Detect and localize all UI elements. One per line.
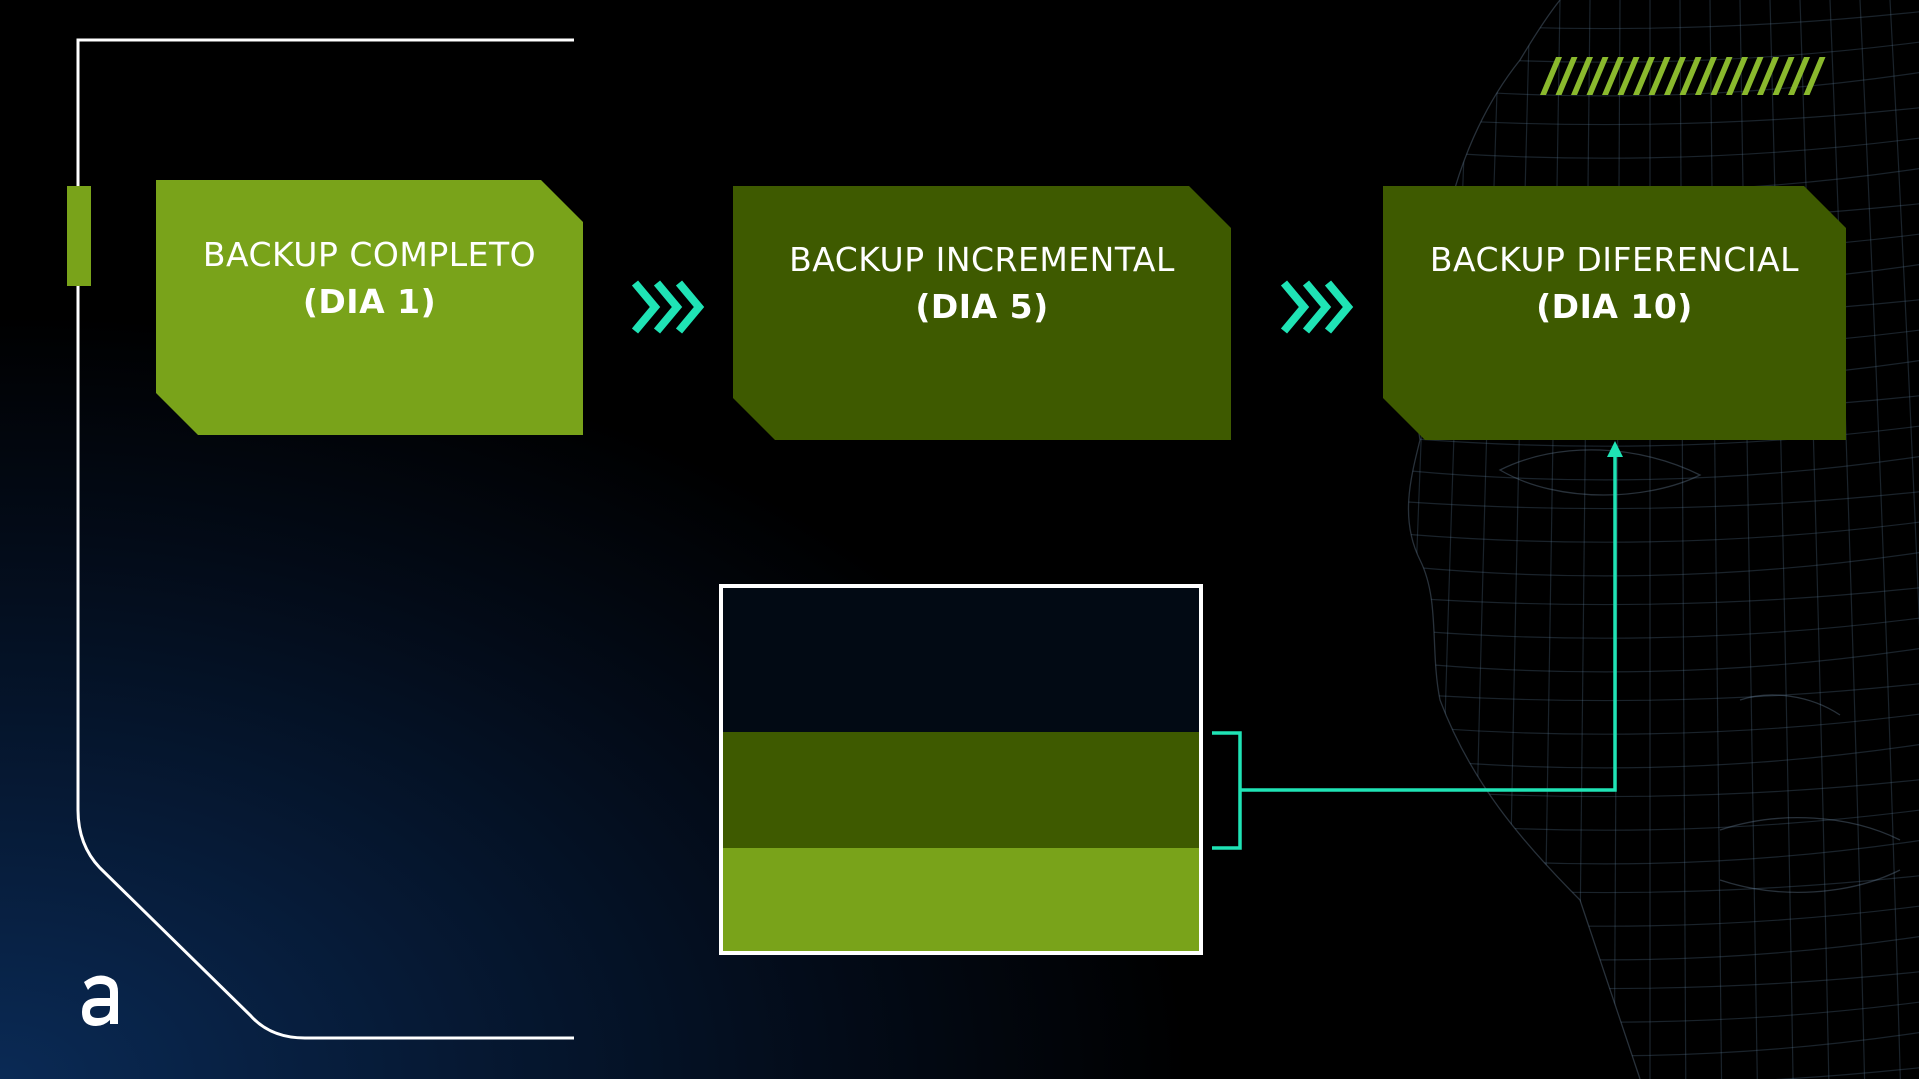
stripe	[1540, 57, 1562, 95]
box-label-diferencial: BACKUP DIFERENCIAL (DIA 10)	[1383, 186, 1846, 440]
wireframe-line	[1829, 0, 1866, 1079]
frame-accent-tab	[67, 186, 91, 286]
stripe	[1679, 57, 1702, 95]
stripe	[1648, 57, 1671, 95]
box-label-completo: BACKUP COMPLETO (DIA 1)	[156, 180, 583, 435]
stripe	[1586, 57, 1609, 95]
wireframe-line	[1859, 0, 1901, 1079]
box-backup-incremental	[733, 186, 1231, 440]
connector-arrowhead	[1607, 441, 1623, 457]
wireframe-line	[1408, 521, 1919, 543]
stripe	[1757, 57, 1779, 95]
wireframe-line	[1408, 587, 1919, 606]
wireframe-line	[1408, 456, 1919, 481]
diagonal-stripes-icon	[1540, 57, 1826, 95]
stack-layer-full	[722, 848, 1200, 952]
wireframe-line	[1799, 0, 1830, 1079]
wireframe-line	[1613, 0, 1621, 1079]
box-title: BACKUP INCREMENTAL	[789, 240, 1175, 279]
stack-box-outline	[719, 584, 1203, 955]
box-day: (DIA 10)	[1536, 287, 1693, 326]
a-letter-logo-icon	[82, 975, 118, 1026]
box-label-incremental: BACKUP INCREMENTAL (DIA 5)	[733, 186, 1231, 440]
triple-chevron-right-icon	[1280, 280, 1354, 334]
box-day: (DIA 5)	[915, 287, 1049, 326]
stripe	[1555, 57, 1578, 95]
wireframe-line	[1679, 0, 1687, 1079]
box-title: BACKUP COMPLETO	[202, 234, 537, 274]
frame-line	[76, 38, 574, 1040]
wireframe-line	[1408, 552, 1919, 577]
stripe	[1772, 57, 1795, 95]
wireframe-line	[1408, 1067, 1919, 1079]
stripe	[1741, 57, 1764, 95]
box-day: (DIA 1)	[302, 281, 437, 321]
box-title: BACKUP DIFERENCIAL	[1429, 240, 1800, 279]
stripe	[1633, 57, 1655, 95]
wireframe-line	[1889, 0, 1919, 1079]
stripe	[1602, 57, 1624, 95]
triple-chevron-right-icon	[631, 280, 705, 334]
stripe	[1788, 57, 1810, 95]
stripe	[1571, 57, 1593, 95]
stripe	[1803, 57, 1826, 95]
box-backup-diferencial	[1383, 186, 1846, 440]
stack-layer-empty	[722, 587, 1200, 732]
wireframe-line	[1408, 713, 1919, 735]
stripe	[1695, 57, 1717, 95]
stripe	[1710, 57, 1733, 95]
wireframe-line	[1408, 648, 1919, 673]
stack-bracket	[1212, 453, 1617, 850]
stripe	[1664, 57, 1686, 95]
box-backup-completo	[156, 180, 583, 435]
wireframe-line	[1408, 617, 1919, 639]
stack-layer-incremental	[722, 732, 1200, 848]
wireframe-line	[1408, 683, 1919, 702]
stripe	[1617, 57, 1640, 95]
wireframe-line	[1408, 491, 1919, 510]
wireframe-line	[1769, 0, 1794, 1079]
stripe	[1726, 57, 1748, 95]
